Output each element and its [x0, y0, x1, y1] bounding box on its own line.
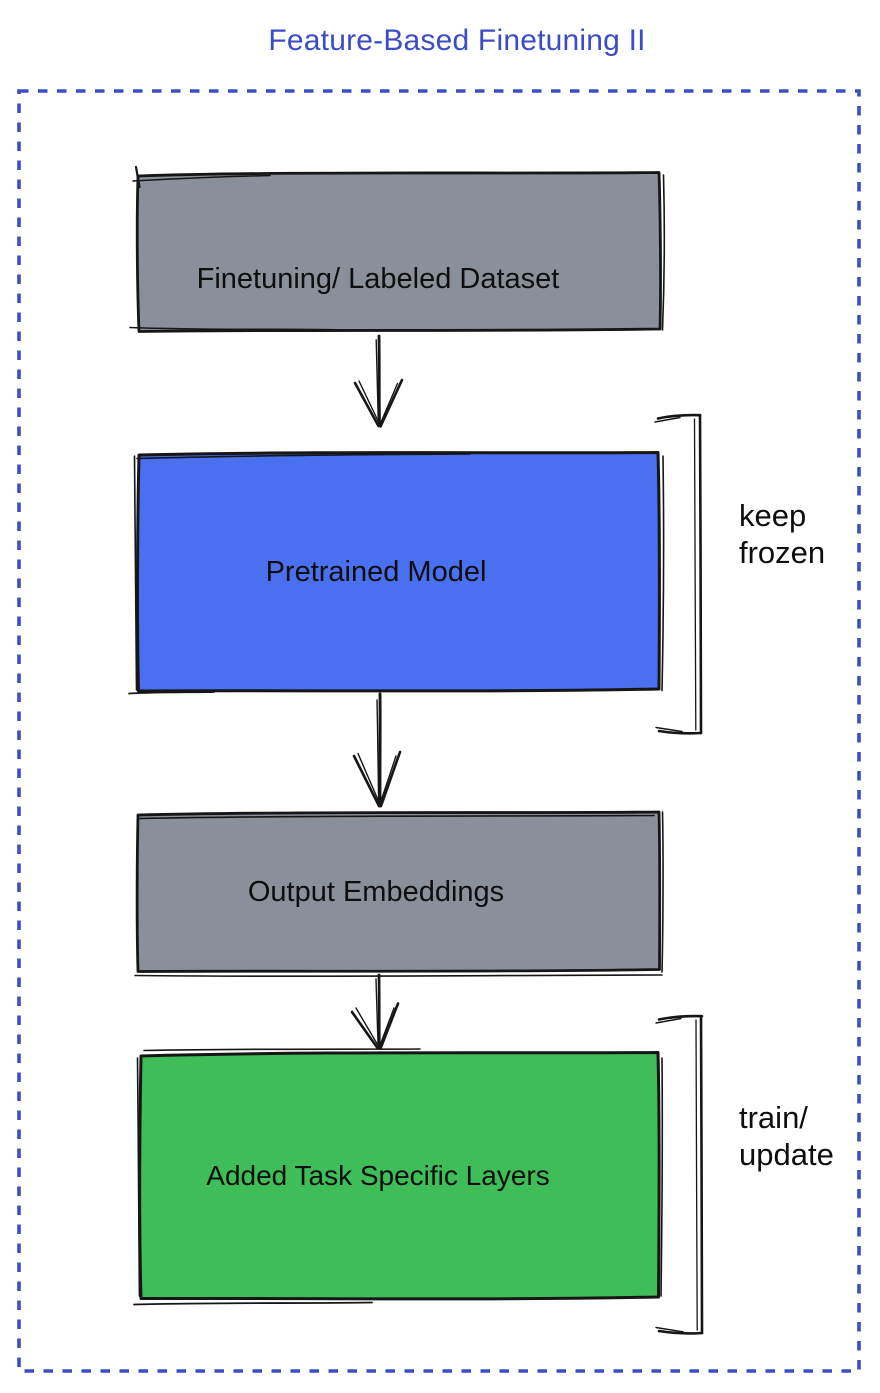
bracket1-vertical-double [693, 418, 697, 731]
layers-box-accent-right [660, 1057, 664, 1297]
embeddings-box-label: Output Embeddings [247, 875, 505, 908]
dotted-frame-border [17, 89, 861, 1373]
arrow3-head-left-double [355, 1007, 380, 1047]
arrow-embeddings-to-layers [350, 973, 400, 1050]
train-update-label: train/ update [739, 1099, 834, 1173]
arrow1-shaft-double [375, 339, 379, 419]
dataset-box-corner-tick [134, 165, 141, 189]
model-box-accent-bottom [128, 691, 215, 695]
embeddings-box-accent-top [139, 814, 655, 820]
arrow2-head-right-double [379, 755, 397, 805]
layers-box [133, 1048, 664, 1306]
bracket2-cap-top [657, 1014, 704, 1021]
dataset-box-shape [135, 171, 662, 333]
arrow1-head-right [379, 378, 404, 428]
arrow3-head-right-double [379, 1007, 395, 1047]
dataset-box-accent-bottom [129, 326, 349, 331]
embeddings-box [134, 810, 664, 978]
arrow1-head-right-double [379, 382, 399, 426]
train-update-line2: update [739, 1137, 834, 1172]
layers-box-accent-left [136, 1057, 141, 1297]
model-box-shape [135, 451, 661, 693]
train-update-line1: train/ [739, 1100, 808, 1135]
layers-box-accent-bottom [133, 1301, 373, 1306]
bracket1-cap-top-double [654, 416, 681, 423]
model-box [128, 451, 665, 695]
diagram-title: Feature-Based Finetuning II [268, 24, 646, 57]
arrow2-head-left [352, 754, 381, 808]
dataset-box-label: Finetuning/ Labeled Dataset [196, 263, 560, 295]
bracket2-vertical [699, 1014, 704, 1335]
keep-frozen-bracket [654, 413, 703, 735]
arrow2-head-left-double [357, 752, 381, 806]
dataset-box-accent-right [661, 174, 666, 331]
bracket2-cap-bottom [657, 1329, 704, 1335]
arrow-dataset-to-model [353, 334, 404, 428]
model-box-accent-top [136, 453, 471, 460]
dataset-box [129, 165, 666, 333]
bracket2-vertical-double [695, 1019, 698, 1331]
arrow3-head-left [350, 1010, 379, 1050]
model-box-accent-right [661, 455, 665, 692]
arrow3-shaft-double [375, 978, 379, 1045]
layers-box-accent-top [143, 1048, 421, 1052]
train-update-bracket [655, 1014, 704, 1335]
arrow1-shaft [377, 334, 381, 425]
model-box-label: Pretrained Model [265, 555, 487, 588]
arrow2-shaft-double [376, 699, 380, 801]
embeddings-box-accent-right [661, 811, 664, 973]
arrow1-head-left [353, 381, 380, 428]
bracket1-cap-bottom [657, 729, 703, 735]
arrow-model-to-embeddings [352, 692, 402, 808]
arrow1-head-left-double [358, 380, 381, 426]
dataset-box-accent-top [132, 174, 271, 182]
embeddings-box-shape [135, 810, 662, 973]
arrow3-head-right [379, 1002, 400, 1050]
layers-box-shape [138, 1051, 661, 1301]
keep-frozen-line1: keep [739, 498, 807, 533]
bracket2-cap-bottom-double [655, 1326, 684, 1333]
model-box-accent-left [133, 455, 138, 691]
bracket1-cap-top [656, 413, 702, 420]
bracket1-vertical [698, 413, 703, 735]
bracket1-cap-bottom-double [655, 726, 683, 733]
layers-box-label: Added Task Specific Layers [206, 1160, 550, 1191]
embeddings-box-accent-bottom [134, 974, 663, 978]
keep-frozen-line2: frozen [739, 535, 826, 570]
keep-frozen-label: keep frozen [739, 497, 825, 571]
arrow2-head-right [379, 750, 402, 808]
bracket2-cap-top-double [655, 1017, 682, 1024]
